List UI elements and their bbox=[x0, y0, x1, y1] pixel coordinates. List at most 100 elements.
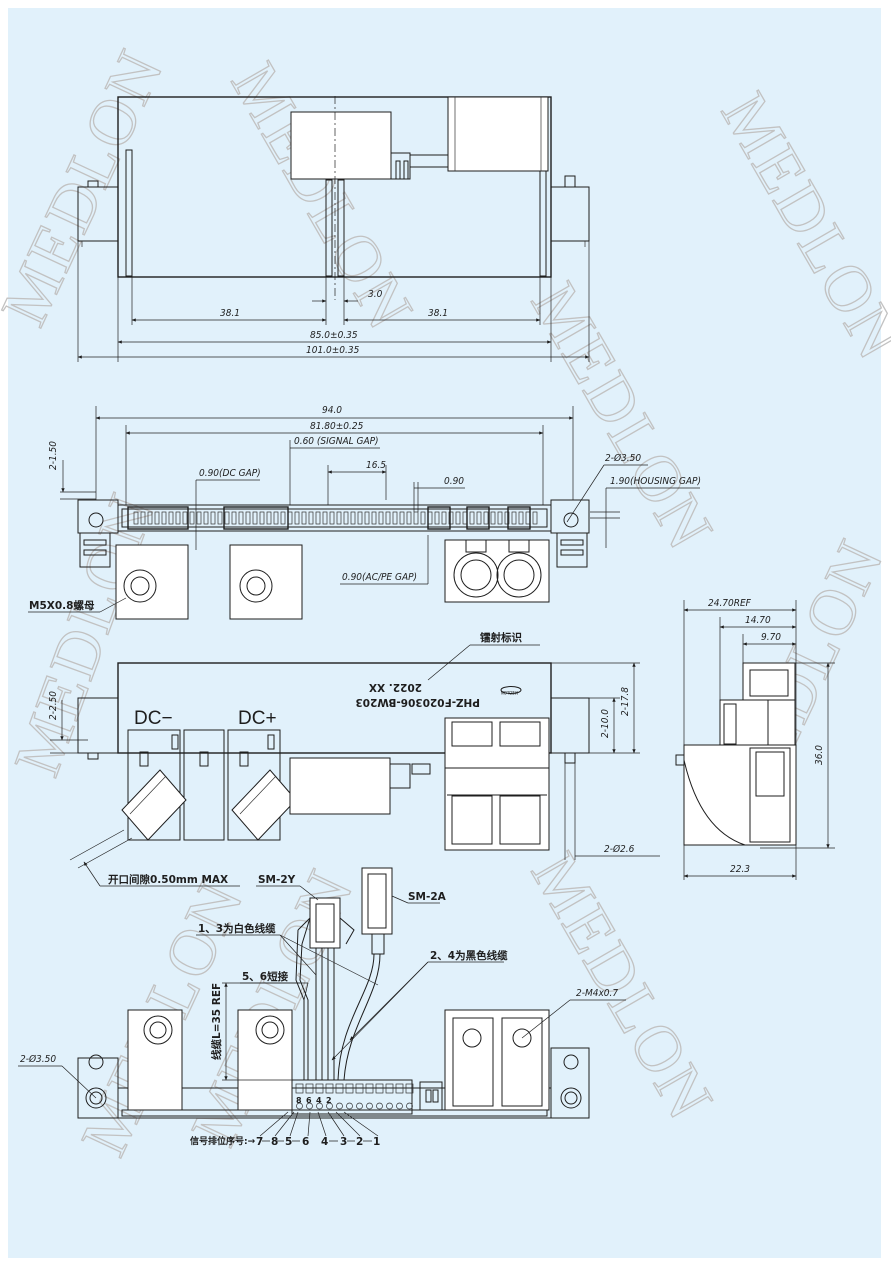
signal-sequence-label: 信号排位序号:→ bbox=[190, 1135, 256, 1147]
dim-label: 2-2.50 bbox=[48, 691, 59, 720]
dim-label: 81.80±0.25 bbox=[310, 421, 364, 432]
dim-label: 16.5 bbox=[366, 460, 386, 471]
dim-label: 85.0±0.35 bbox=[310, 330, 358, 341]
contact-pin bbox=[490, 511, 496, 525]
contact-pin bbox=[154, 511, 160, 525]
contact-pin bbox=[413, 511, 419, 525]
pin-badge: 4 bbox=[316, 1096, 322, 1105]
contact-pin bbox=[182, 511, 188, 525]
contact-pin bbox=[189, 511, 195, 525]
contact-pin bbox=[392, 511, 398, 525]
contact-pin bbox=[315, 511, 321, 525]
pin-badge: 6 bbox=[306, 1096, 312, 1105]
view-wiring: 8 6 4 2 SM-2Y SM-2A 1、3为白色线缆 2、4为黑色线缆 bbox=[18, 867, 626, 1148]
watermark: MEDLON bbox=[707, 81, 891, 372]
contact-pin bbox=[448, 511, 454, 525]
dim-label: 24.70REF bbox=[708, 598, 752, 609]
connector-label: SM-2A bbox=[408, 891, 447, 903]
pin-number: 8 bbox=[271, 1136, 278, 1148]
contact-pin bbox=[476, 511, 482, 525]
contact-pin bbox=[385, 511, 391, 525]
dim-label: 0.90(DC GAP) bbox=[199, 468, 261, 479]
pin-number: 7 bbox=[256, 1136, 263, 1148]
contact-pin bbox=[343, 511, 349, 525]
white-cable-label: 1、3为白色线缆 bbox=[198, 922, 276, 935]
date-code-text: 2022. XX bbox=[369, 681, 422, 693]
signal-pin-hole bbox=[316, 1102, 323, 1110]
pin-number: 5 bbox=[285, 1136, 292, 1148]
dim-label: 14.70 bbox=[745, 615, 771, 626]
contact-pin bbox=[322, 511, 328, 525]
contact-pin bbox=[252, 511, 258, 525]
contact-pin bbox=[245, 511, 251, 525]
dim-label: 22.3 bbox=[730, 864, 750, 875]
brand-mark: MEDLON bbox=[501, 690, 518, 695]
contact-pin bbox=[406, 511, 412, 525]
dim-label: 0.60 (SIGNAL GAP) bbox=[294, 436, 379, 447]
pin-number: 6 bbox=[302, 1136, 309, 1148]
contact-pin bbox=[434, 511, 440, 525]
signal-pin-hole bbox=[346, 1102, 353, 1110]
contact-pin bbox=[308, 511, 314, 525]
signal-pin bbox=[325, 1083, 334, 1094]
dim-label: 2-1.50 bbox=[48, 441, 59, 470]
signal-pin-hole bbox=[386, 1102, 393, 1110]
signal-pin-hole bbox=[296, 1102, 303, 1110]
dc-minus-label: DC− bbox=[134, 708, 173, 729]
dim-label: 3.0 bbox=[368, 289, 383, 300]
short-label: 5、6短接 bbox=[242, 970, 289, 983]
signal-pin-hole bbox=[306, 1102, 313, 1110]
signal-pin-hole bbox=[396, 1102, 403, 1110]
signal-pin-hole bbox=[406, 1102, 413, 1110]
signal-pin bbox=[335, 1083, 344, 1094]
contact-pin bbox=[364, 511, 370, 525]
nut-label: M5X0.8螺母 bbox=[29, 599, 95, 612]
dim-label: 101.0±0.35 bbox=[306, 345, 360, 356]
contact-pin bbox=[483, 511, 489, 525]
signal-pin bbox=[355, 1083, 364, 1094]
signal-pins bbox=[295, 1083, 414, 1110]
signal-pin bbox=[345, 1083, 354, 1094]
pin-number: 2 bbox=[356, 1136, 363, 1148]
pin-number: 3 bbox=[340, 1136, 347, 1148]
dim-label: 1.90(HOUSING GAP) bbox=[610, 476, 701, 487]
contact-pin bbox=[371, 511, 377, 525]
view-elevation: DC− DC+ PHZ-F020306-BW203 2022. XX MEDLO… bbox=[48, 631, 660, 887]
contact-pin bbox=[161, 511, 167, 525]
contact-pin bbox=[378, 511, 384, 525]
contact-pin bbox=[350, 511, 356, 525]
contact-pin bbox=[133, 511, 139, 525]
contact-pin bbox=[147, 511, 153, 525]
contact-pin bbox=[329, 511, 335, 525]
dim-label: 2-M4x0.7 bbox=[576, 988, 618, 999]
contact-pin bbox=[441, 511, 447, 525]
contact-pin bbox=[455, 511, 461, 525]
signal-pin bbox=[315, 1083, 324, 1094]
contact-pin bbox=[196, 511, 202, 525]
contact-pin bbox=[294, 511, 300, 525]
dim-label: 2-Ø3.50 bbox=[20, 1053, 56, 1065]
cable-length-label: 线缆L=35 REF bbox=[210, 983, 223, 1060]
contact-pin bbox=[420, 511, 426, 525]
signal-pin bbox=[305, 1083, 314, 1094]
pin-badge: 8 bbox=[296, 1096, 302, 1105]
contact-pin bbox=[224, 511, 230, 525]
contact-pin bbox=[336, 511, 342, 525]
dim-label: 2-Ø3.50 bbox=[605, 452, 641, 464]
contact-pin bbox=[238, 511, 244, 525]
watermark: MEDLON bbox=[0, 39, 178, 337]
pin-badge: 2 bbox=[326, 1096, 332, 1105]
pin-row bbox=[133, 511, 538, 525]
opening-gap-label: 开口间隙0.50mm MAX bbox=[108, 873, 228, 886]
dim-label: 38.1 bbox=[220, 308, 240, 319]
part-number-text: PHZ-F020306-BW203 bbox=[355, 696, 480, 708]
watermark: MEDLON bbox=[217, 51, 427, 342]
contact-pin bbox=[231, 511, 237, 525]
view-top: 38.1 3.0 38.1 85.0±0.35 101.0±0.35 bbox=[77, 96, 590, 362]
contact-pin bbox=[259, 511, 265, 525]
contact-pin bbox=[168, 511, 174, 525]
dim-label: 9.70 bbox=[761, 632, 781, 643]
contact-pin bbox=[273, 511, 279, 525]
